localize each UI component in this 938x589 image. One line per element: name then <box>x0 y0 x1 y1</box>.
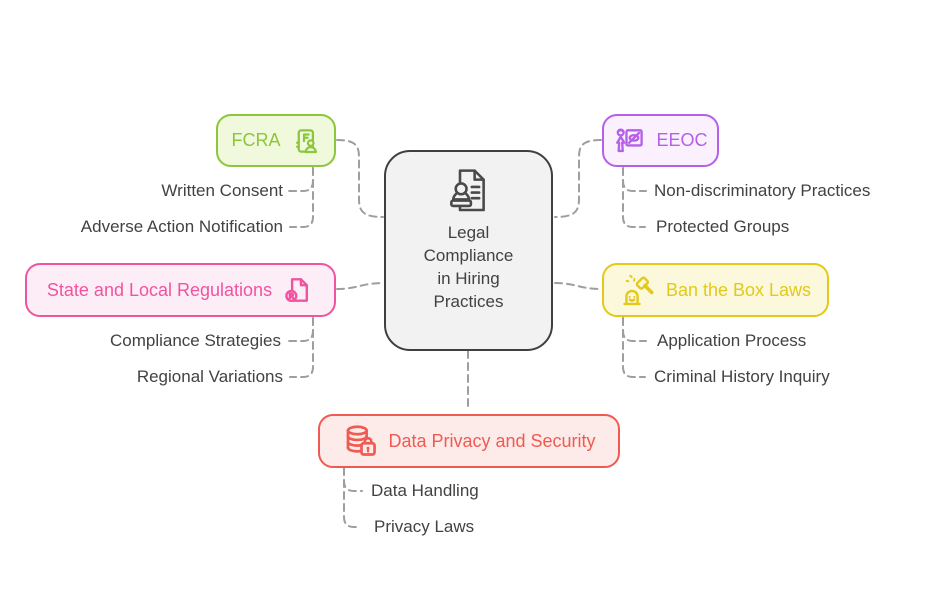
branch-data-privacy-security: Data Privacy and Security <box>318 414 620 468</box>
branch-ban-the-box-laws: Ban the Box Laws <box>602 263 829 317</box>
connector-eeoc-leaf1 <box>622 167 647 192</box>
branch-ban-the-box-label: Ban the Box Laws <box>665 279 812 300</box>
branch-data-privacy-label: Data Privacy and Security <box>388 430 596 451</box>
center-node: Legal Compliance in Hiring Practices <box>384 150 553 351</box>
leaf-compliance-strategies: Compliance Strategies <box>109 331 281 350</box>
branch-eeoc: EEOC <box>602 114 719 167</box>
leaf-privacy-laws: Privacy Laws <box>374 517 475 536</box>
connector-fcra-leaf2 <box>289 167 314 228</box>
branch-state-local-label: State and Local Regulations <box>46 279 273 300</box>
connector-fcra-leaf1 <box>287 167 314 192</box>
branch-fcra-label: FCRA <box>231 130 281 150</box>
connector-ban-center <box>554 282 602 290</box>
center-node-label: Legal Compliance in Hiring Practices <box>423 223 514 311</box>
branch-state-local-regulations: State and Local Regulations <box>25 263 336 317</box>
no-discrimination-presentation-icon <box>616 128 644 153</box>
stamp-document-icon <box>449 169 485 212</box>
connector-state-leaf1 <box>287 317 314 342</box>
connector-data-leaf2 <box>343 467 361 528</box>
gavel-prisoner-icon <box>623 274 654 306</box>
registered-document-icon <box>285 278 309 302</box>
connector-state-center <box>336 282 384 290</box>
database-lock-icon <box>347 425 377 456</box>
connector-ban-leaf2 <box>622 317 646 378</box>
leaf-application-process: Application Process <box>657 331 807 350</box>
leaf-regional-variations: Regional Variations <box>136 367 283 386</box>
connector-data-leaf1 <box>343 467 363 492</box>
connector-eeoc-center <box>554 139 602 218</box>
id-badge-icon <box>295 128 317 153</box>
leaf-data-handling: Data Handling <box>371 481 479 500</box>
connector-ban-leaf1 <box>622 317 647 342</box>
connector-eeoc-leaf2 <box>622 167 646 228</box>
leaf-protected-groups: Protected Groups <box>656 217 790 236</box>
branch-eeoc-label: EEOC <box>656 130 708 150</box>
connector-fcra-center <box>336 139 384 218</box>
leaf-written-consent: Written Consent <box>161 181 283 200</box>
leaf-adverse-action-notification: Adverse Action Notification <box>80 217 283 236</box>
connector-state-leaf2 <box>289 317 314 378</box>
leaf-non-discriminatory-practices: Non-discriminatory Practices <box>654 181 871 200</box>
leaf-criminal-history-inquiry: Criminal History Inquiry <box>654 367 830 386</box>
branch-fcra: FCRA <box>216 114 336 167</box>
